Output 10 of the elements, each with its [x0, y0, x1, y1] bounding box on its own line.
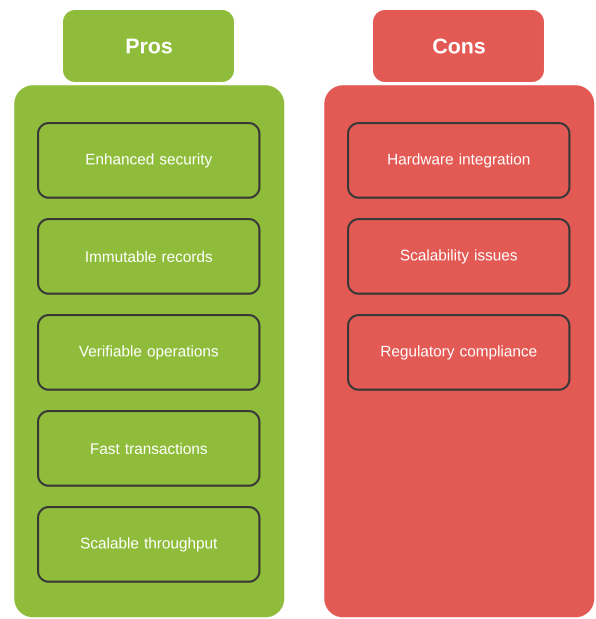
node-label: Cons	[433, 38, 485, 54]
item-box: Scalability issues	[347, 218, 570, 295]
item-box: Verifiable operations	[37, 314, 260, 391]
item-box: Regulatory compliance	[347, 314, 570, 391]
item-box: Hardware integration	[347, 122, 570, 199]
node-label: Pros	[126, 38, 172, 54]
item-box: Enhanced security	[37, 122, 260, 199]
item-box: Immutable records	[37, 218, 260, 295]
item-box: Scalable throughput	[37, 506, 260, 583]
item-box: Fast transactions	[37, 410, 260, 487]
